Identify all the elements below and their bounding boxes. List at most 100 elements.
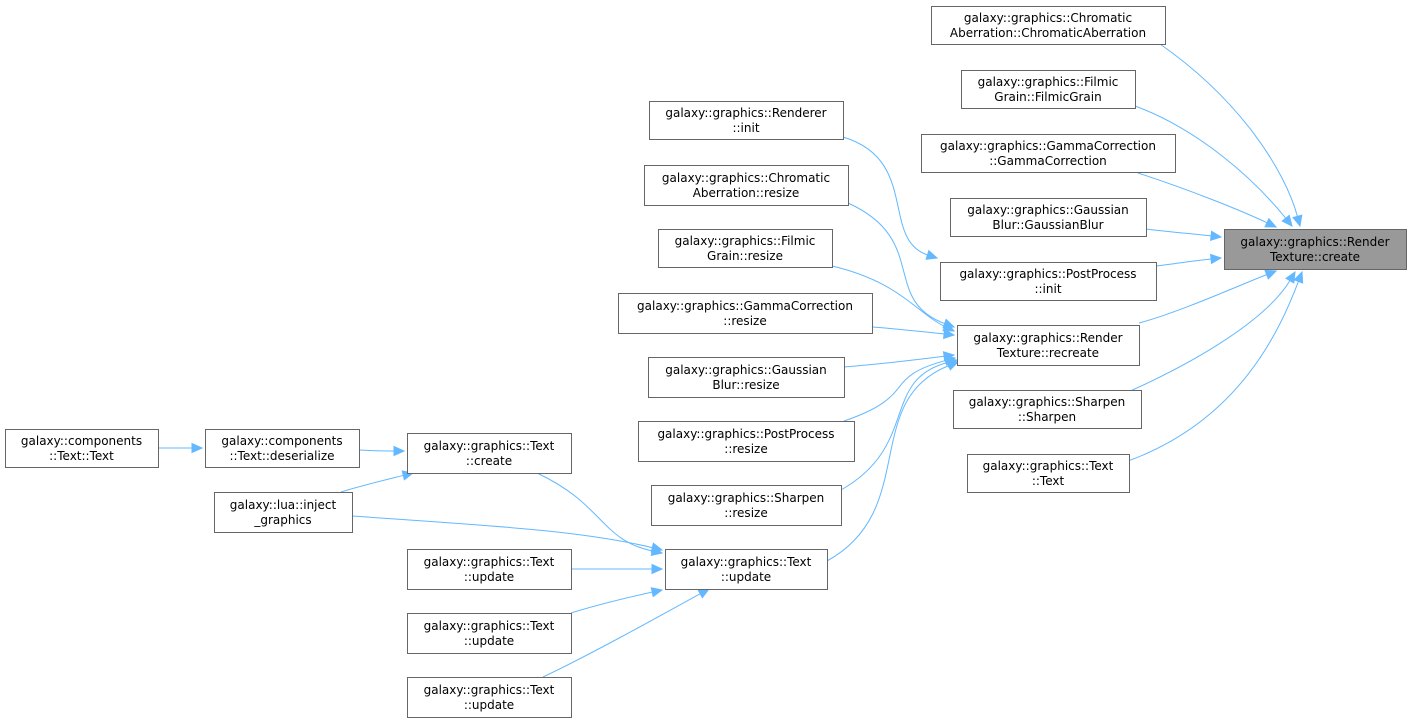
node-box: [407, 433, 572, 474]
node-label-line: _graphics: [253, 513, 311, 527]
edge-gc-resize-to-rt-recreate: [871, 326, 956, 340]
node-label-line: galaxy::graphics::Gaussian: [665, 363, 827, 377]
edge-gb-ctor-to-rt-create: [1145, 228, 1223, 242]
node-text-update-main[interactable]: galaxy::graphics::Text::update: [665, 549, 828, 590]
node-label-line: ::GammaCorrection: [989, 154, 1107, 168]
node-text-create[interactable]: galaxy::graphics::Text::create: [407, 433, 572, 474]
node-box: [638, 421, 855, 462]
node-box: [205, 429, 360, 468]
node-gaussianblur-ctor[interactable]: galaxy::graphics::GaussianBlur::Gaussian…: [950, 198, 1147, 237]
node-label-line: galaxy::graphics::Text: [424, 619, 555, 633]
node-box: [665, 549, 828, 590]
node-sharpen-ctor[interactable]: galaxy::graphics::Sharpen::Sharpen: [953, 390, 1142, 429]
node-label-line: ::Text::deserialize: [229, 449, 334, 463]
node-label-line: galaxy::graphics::Filmic: [675, 234, 816, 248]
nodes-layer: galaxy::graphics::RenderTexture::createg…: [5, 6, 1407, 718]
node-box: [961, 70, 1136, 109]
node-label-line: ::create: [466, 454, 512, 468]
node-label-line: galaxy::components: [221, 434, 342, 448]
node-label-line: galaxy::graphics::Text: [424, 439, 555, 453]
node-components-text-ctor[interactable]: galaxy::components::Text::Text: [5, 429, 159, 468]
edge-ca-ctor-to-rt-create: [1159, 43, 1303, 228]
node-label-line: galaxy::graphics::Text: [983, 459, 1114, 473]
node-label-line: ::init: [732, 121, 759, 135]
node-label-line: galaxy::graphics::Text: [424, 683, 555, 697]
node-label-line: galaxy::graphics::Render: [1240, 235, 1389, 249]
node-label-line: galaxy::graphics::Chromatic: [964, 11, 1132, 25]
node-box: [648, 357, 845, 398]
edge-tx-update-main-to-rt-recreate: [826, 360, 960, 562]
edge-tx-create-to-tx-update-main: [536, 472, 664, 557]
node-gammacorrection-ctor[interactable]: galaxy::graphics::GammaCorrection::Gamma…: [921, 134, 1176, 173]
node-label-line: ::Text::Text: [49, 449, 114, 463]
node-label-line: galaxy::graphics::Chromatic: [662, 171, 830, 185]
node-label-line: Grain::resize: [707, 249, 783, 263]
node-label-line: galaxy::graphics::Renderer: [665, 106, 826, 120]
node-chromaticaberration-resize[interactable]: galaxy::graphics::ChromaticAberration::r…: [644, 165, 849, 206]
node-box: [950, 198, 1147, 237]
node-gaussianblur-resize[interactable]: galaxy::graphics::GaussianBlur::resize: [648, 357, 845, 398]
node-label-line: galaxy::lua::inject: [230, 498, 337, 512]
node-box: [5, 429, 159, 468]
edge-fg-ctor-to-rt-create: [1134, 105, 1293, 227]
node-label-line: galaxy::graphics::PostProcess: [657, 427, 834, 441]
node-postprocess-init[interactable]: galaxy::graphics::PostProcess::init: [940, 262, 1157, 301]
node-components-text-deserialize[interactable]: galaxy::components::Text::deserialize: [205, 429, 360, 468]
node-label-line: galaxy::graphics::Text: [681, 555, 812, 569]
edge-sh-resize-to-rt-recreate: [840, 357, 959, 491]
node-label-line: ::update: [464, 570, 514, 584]
node-chromaticaberration-ctor[interactable]: galaxy::graphics::ChromaticAberration::C…: [931, 6, 1166, 45]
node-label-line: ::resize: [724, 506, 767, 520]
node-box: [649, 101, 844, 140]
node-label-line: Texture::create: [1269, 250, 1360, 264]
node-label-line: galaxy::graphics::GammaCorrection: [637, 299, 853, 313]
node-label-line: ::update: [721, 570, 771, 584]
node-label-line: Aberration::resize: [693, 186, 800, 200]
node-renderer-init[interactable]: galaxy::graphics::Renderer::init: [649, 101, 844, 140]
edge-fg-resize-to-rt-recreate: [831, 265, 956, 332]
node-box: [940, 262, 1157, 301]
node-label-line: galaxy::graphics::Render: [973, 331, 1122, 345]
node-text-update-2[interactable]: galaxy::graphics::Text::update: [407, 613, 572, 654]
node-label-line: ::init: [1034, 282, 1061, 296]
edge-sh-ctor-to-rt-create: [1127, 270, 1296, 393]
node-label-line: Aberration::ChromaticAberration: [950, 26, 1146, 40]
node-sharpen-resize[interactable]: galaxy::graphics::Sharpen::resize: [651, 485, 842, 526]
node-text-ctor[interactable]: galaxy::graphics::Text::Text: [967, 454, 1130, 493]
node-label-line: Blur::GaussianBlur: [992, 218, 1103, 232]
edge-gc-ctor-to-rt-create: [1137, 172, 1278, 228]
node-label-line: ::Text: [1032, 474, 1065, 488]
node-postprocess-resize[interactable]: galaxy::graphics::PostProcess::resize: [638, 421, 855, 462]
node-label-line: galaxy::components: [21, 434, 142, 448]
node-box: [644, 165, 849, 206]
node-rendertexture-recreate[interactable]: galaxy::graphics::RenderTexture::recreat…: [957, 325, 1140, 366]
node-lua-inject-graphics[interactable]: galaxy::lua::inject_graphics: [214, 492, 353, 533]
node-label-line: Texture::recreate: [996, 346, 1099, 360]
node-box: [214, 492, 353, 533]
edge-comp-deser-to-tx-create: [358, 445, 406, 457]
node-box: [618, 293, 873, 334]
node-box: [1224, 229, 1407, 270]
node-text-update-3[interactable]: galaxy::graphics::Text::update: [407, 677, 572, 718]
node-box: [658, 229, 833, 268]
node-box: [407, 677, 572, 718]
edge-comp-text-to-comp-deser: [158, 442, 204, 454]
edge-tx-update-1-to-tx-update-main: [571, 563, 664, 575]
node-filmicgrain-resize[interactable]: galaxy::graphics::FilmicGrain::resize: [658, 229, 833, 268]
edge-tx-ctor-to-rt-create: [1127, 270, 1304, 462]
node-text-update-1[interactable]: galaxy::graphics::Text::update: [407, 549, 572, 590]
node-label-line: galaxy::graphics::Filmic: [978, 75, 1119, 89]
edges-layer: [158, 43, 1304, 678]
node-label-line: Grain::FilmicGrain: [994, 90, 1101, 104]
node-box: [931, 6, 1166, 45]
node-gammacorrection-resize[interactable]: galaxy::graphics::GammaCorrection::resiz…: [618, 293, 873, 334]
node-label-line: ::resize: [723, 314, 766, 328]
edge-pp-init-to-rt-create: [1155, 253, 1223, 267]
edge-gb-resize-to-rt-recreate: [843, 351, 956, 368]
node-box: [967, 454, 1130, 493]
node-filmicgrain-ctor[interactable]: galaxy::graphics::FilmicGrain::FilmicGra…: [961, 70, 1136, 109]
node-label-line: ::update: [464, 698, 514, 712]
node-box: [957, 325, 1140, 366]
